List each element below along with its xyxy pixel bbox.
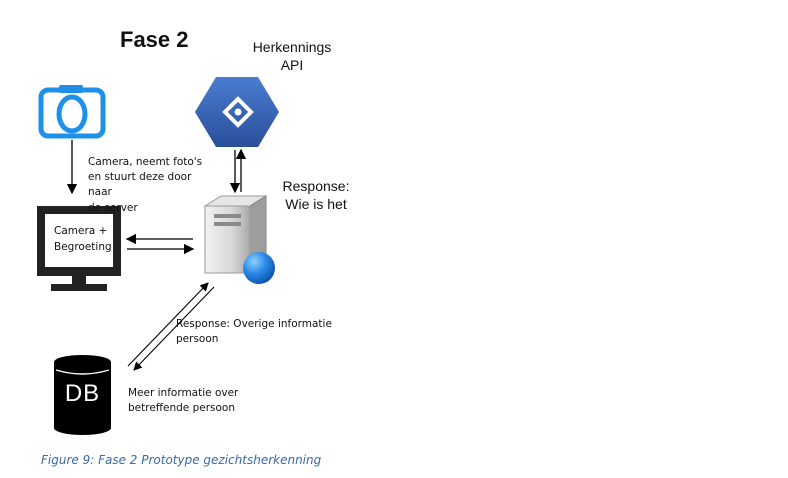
- db-label: DB: [64, 380, 101, 407]
- figure-caption: Figure 9: Fase 2 Prototype gezichtsherke…: [41, 453, 322, 467]
- diagram-title: Fase 2: [120, 27, 189, 52]
- arrow-server-to-db: [133, 286, 215, 371]
- camera-icon: [38, 85, 106, 139]
- recognition-api-icon: [195, 77, 279, 147]
- monitor-text: Camera + Begroeting: [54, 225, 112, 254]
- arrow-db-to-server: [127, 282, 209, 367]
- server-icon: [203, 195, 275, 284]
- api-label: Herkennings API: [252, 39, 332, 73]
- database-icon: [54, 355, 111, 435]
- db-note: Meer informatie over betreffende persoon: [128, 387, 239, 415]
- camera-note: Camera, neemt foto's en stuurt deze door…: [88, 156, 203, 214]
- response-api-label: Response: Wie is het: [282, 178, 350, 212]
- monitor-icon: [37, 206, 121, 291]
- response-db-label: Response: Overige informatie persoon: [176, 318, 332, 346]
